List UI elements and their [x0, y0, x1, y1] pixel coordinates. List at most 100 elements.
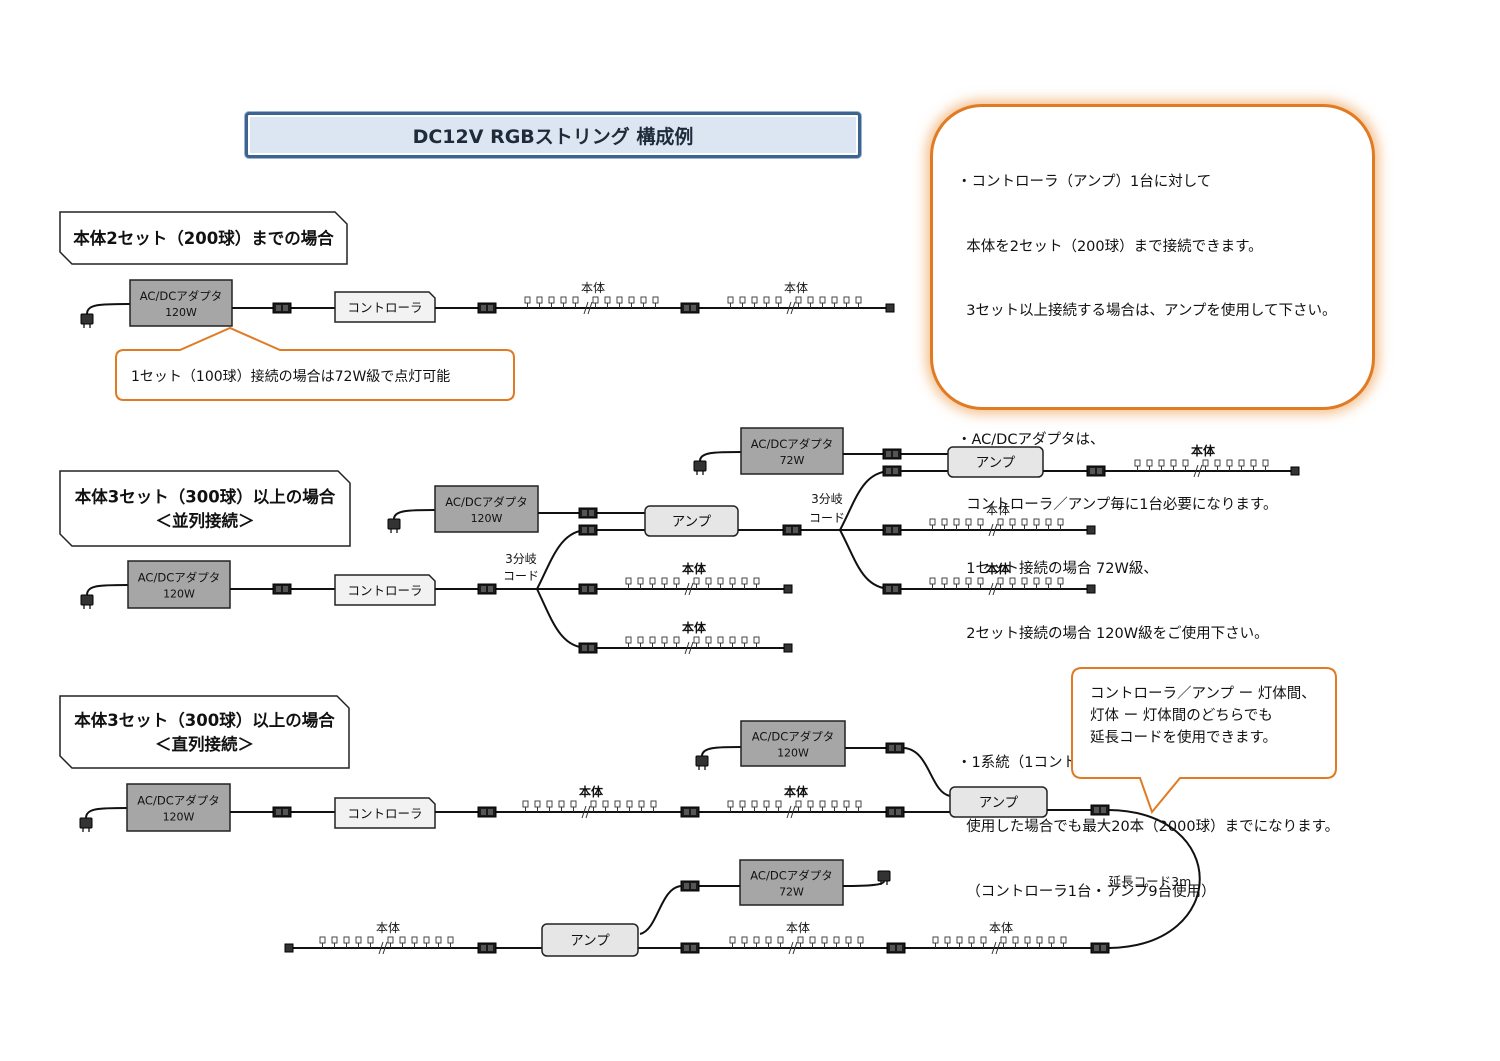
amp-label: アンプ: [672, 514, 712, 530]
controller: コントローラ: [334, 574, 436, 606]
splitter-label: 3分岐: [811, 492, 843, 506]
cable: [86, 303, 131, 315]
bulb: [1182, 459, 1189, 467]
bulb: [843, 296, 850, 304]
section-heading-text: ＜直列接続＞: [155, 734, 254, 754]
section-heading-text: 本体3セット（300球）以上の場合: [74, 710, 335, 730]
section-heading-text: ＜並列接続＞: [156, 511, 255, 531]
bulb: [953, 577, 960, 585]
connector: [886, 942, 906, 954]
bulb: [809, 936, 816, 944]
bulb: [741, 936, 748, 944]
adapter-watt: 120W: [471, 512, 503, 525]
cable: [842, 880, 885, 887]
note-line: 本体を2セット（200球）まで接続できます。: [957, 238, 1263, 255]
connector: [578, 642, 598, 654]
body-label: 本体: [784, 281, 808, 295]
controller: コントローラ: [334, 291, 436, 323]
cable: [393, 509, 436, 520]
bulb: [640, 296, 647, 304]
body-label: 本体: [989, 921, 1013, 935]
bulb: [831, 800, 838, 808]
section-heading: 本体3セット（300球）以上の場合＜並列接続＞: [59, 470, 351, 547]
bulb: [717, 636, 724, 644]
bulb: [941, 577, 948, 585]
bulb: [977, 518, 984, 526]
bulb: [953, 518, 960, 526]
bulb: [572, 296, 579, 304]
bulb: [560, 296, 567, 304]
body-label: 本体: [986, 561, 1011, 576]
bulb: [705, 636, 712, 644]
note-line: 2セット接続の場合 120W級をご使用下さい。: [957, 625, 1269, 642]
bulb: [625, 577, 632, 585]
body-label: 本体: [376, 921, 400, 935]
splitter-label: コード: [503, 569, 539, 583]
extension-note-text: 延長コードを使用できます。: [1090, 729, 1277, 746]
bulb: [1214, 459, 1221, 467]
bulb: [423, 936, 430, 944]
bulb: [977, 577, 984, 585]
bulb: [819, 800, 826, 808]
bulb: [845, 936, 852, 944]
bulb: [795, 296, 802, 304]
cable: [839, 470, 893, 531]
bulb: [739, 296, 746, 304]
adapter-watt: 120W: [777, 747, 809, 760]
bulb: [592, 296, 599, 304]
extension-cord-label: 延長コード3m: [1109, 874, 1192, 889]
note-line: （コントローラ1台・アンプ9台使用）: [957, 883, 1216, 900]
connector: [680, 302, 700, 314]
body-label: 本体: [986, 503, 1010, 517]
splitter-label: コード: [809, 511, 845, 525]
connector: [882, 524, 902, 536]
bulb: [944, 936, 951, 944]
adapter-watt: 120W: [165, 306, 197, 319]
cable: [536, 529, 589, 590]
bulb: [319, 936, 326, 944]
bulb: [831, 296, 838, 304]
bulb: [1024, 936, 1031, 944]
bulb: [929, 577, 936, 585]
connector: [272, 302, 292, 314]
bulb: [447, 936, 454, 944]
bulb: [1134, 459, 1141, 467]
plug-icon: [693, 460, 707, 475]
bulb: [638, 800, 645, 808]
light-string: 本体: [625, 620, 760, 655]
light-string: 本体: [524, 281, 659, 315]
bulb: [625, 636, 632, 644]
bulb: [965, 518, 972, 526]
bulb: [763, 800, 770, 808]
bulb: [729, 936, 736, 944]
amplifier: アンプ: [644, 505, 739, 537]
bulb: [604, 296, 611, 304]
plug-icon: [80, 313, 94, 328]
bulb: [331, 936, 338, 944]
bulb: [765, 936, 772, 944]
bulb: [795, 800, 802, 808]
connector: [885, 742, 905, 754]
light-string: 本体: [1134, 443, 1269, 478]
bulb: [661, 636, 668, 644]
body-label: 本体: [579, 784, 604, 799]
bulb: [637, 636, 644, 644]
adapter-watt: 72W: [780, 454, 805, 467]
adapter-label: AC/DCアダプタ: [750, 869, 832, 883]
bulb: [751, 296, 758, 304]
body-label: 本体: [784, 784, 809, 799]
bulb: [650, 800, 657, 808]
bulb: [522, 800, 529, 808]
bulb: [980, 936, 987, 944]
bulb: [1250, 459, 1257, 467]
adapter-label: AC/DCアダプタ: [445, 495, 527, 509]
body-label: 本体: [581, 281, 605, 295]
bulb: [1262, 459, 1269, 467]
bulb: [941, 518, 948, 526]
amp-label: アンプ: [570, 933, 610, 949]
amp-label: アンプ: [976, 455, 1016, 471]
bulb: [1045, 577, 1052, 585]
bulb: [857, 936, 864, 944]
